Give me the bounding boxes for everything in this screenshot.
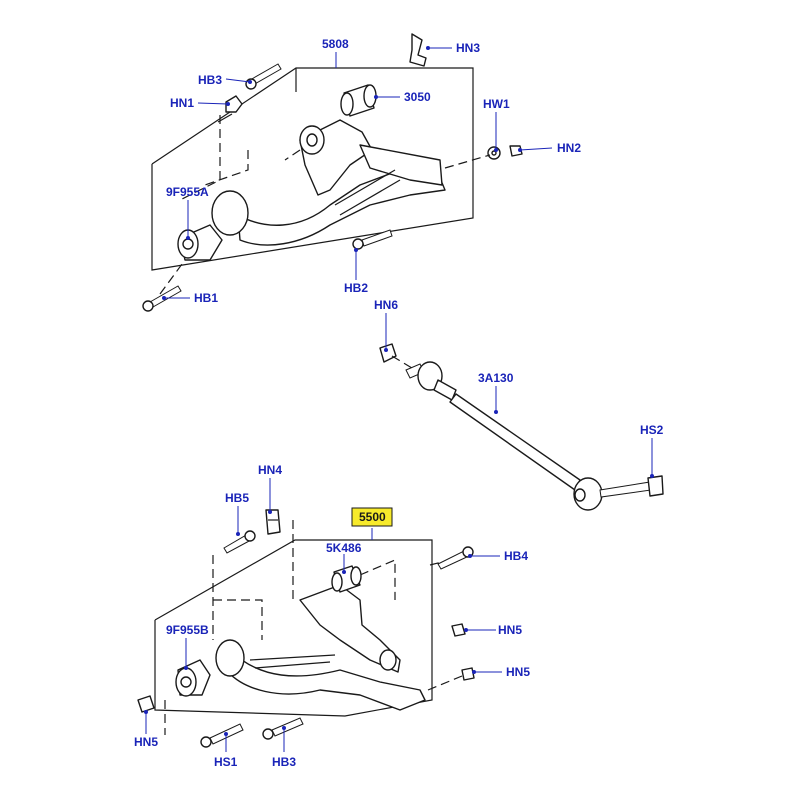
nut-hn6[interactable] [379,343,397,363]
callout-hn5-right-upper[interactable]: HN5 [498,623,522,637]
nut-hn5-right-upper[interactable] [451,623,466,637]
callout-5k486[interactable]: 5K486 [326,541,362,555]
bushing-9f955a[interactable] [177,190,249,261]
toe-link-3a130[interactable] [405,361,603,511]
callout-3a130[interactable]: 3A130 [478,371,514,385]
callout-hb3-bottom[interactable]: HB3 [272,755,296,769]
washer-hw1[interactable] [487,146,501,160]
callout-hb3-top[interactable]: HB3 [198,73,222,87]
callout-hw1[interactable]: HW1 [483,97,510,111]
callout-3050[interactable]: 3050 [404,90,431,104]
callout-hb2[interactable]: HB2 [344,281,368,295]
callout-hb4[interactable]: HB4 [504,549,528,563]
upper-arm-group [142,33,523,312]
bracket-hn3[interactable] [409,33,427,67]
nut-hn5-right-lower[interactable] [461,667,475,681]
leader-lines [144,46,654,752]
callout-9f955b[interactable]: 9F955B [166,623,209,637]
callout-labels: 5808 HN3 HB3 3050 HN1 HW1 HN2 9F955A HB1… [134,37,664,769]
callout-hn1[interactable]: HN1 [170,96,194,110]
bushing-3050[interactable] [340,84,377,117]
bolt-hb3-top[interactable] [245,63,282,90]
callout-5808[interactable]: 5808 [322,37,349,51]
callout-5500[interactable]: 5500 [359,510,386,524]
callout-hs1[interactable]: HS1 [214,755,238,769]
callout-hb1[interactable]: HB1 [194,291,218,305]
bolt-hb3-bottom[interactable] [262,717,304,740]
upper-arm-rear-bushing[interactable] [299,125,325,155]
toe-link-group [379,343,664,511]
bolt-hs1[interactable] [200,723,244,748]
bushing-5k486[interactable] [331,565,362,593]
nut-hn5-left[interactable] [137,695,155,713]
nut-hn1[interactable] [225,95,243,113]
callout-hn3[interactable]: HN3 [456,41,480,55]
callout-hn4[interactable]: HN4 [258,463,282,477]
callout-hb5[interactable]: HB5 [225,491,249,505]
bolt-hb4[interactable] [437,546,474,570]
bolt-hb2[interactable] [352,229,393,250]
bolt-hb5[interactable] [223,530,256,554]
bolt-hb1[interactable] [142,285,182,312]
callout-hs2[interactable]: HS2 [640,423,664,437]
bolt-hs2[interactable] [599,475,664,498]
callout-5500-highlight [351,507,393,527]
callout-9f955a[interactable]: 9F955A [166,185,209,199]
callout-hn6[interactable]: HN6 [374,298,398,312]
callout-hn2[interactable]: HN2 [557,141,581,155]
bracket-hn4[interactable] [265,509,281,535]
callout-hn5-left[interactable]: HN5 [134,735,158,749]
lower-arm-group [137,509,475,748]
callout-hn5-right-lower[interactable]: HN5 [506,665,530,679]
lower-arm-body[interactable] [227,649,426,711]
